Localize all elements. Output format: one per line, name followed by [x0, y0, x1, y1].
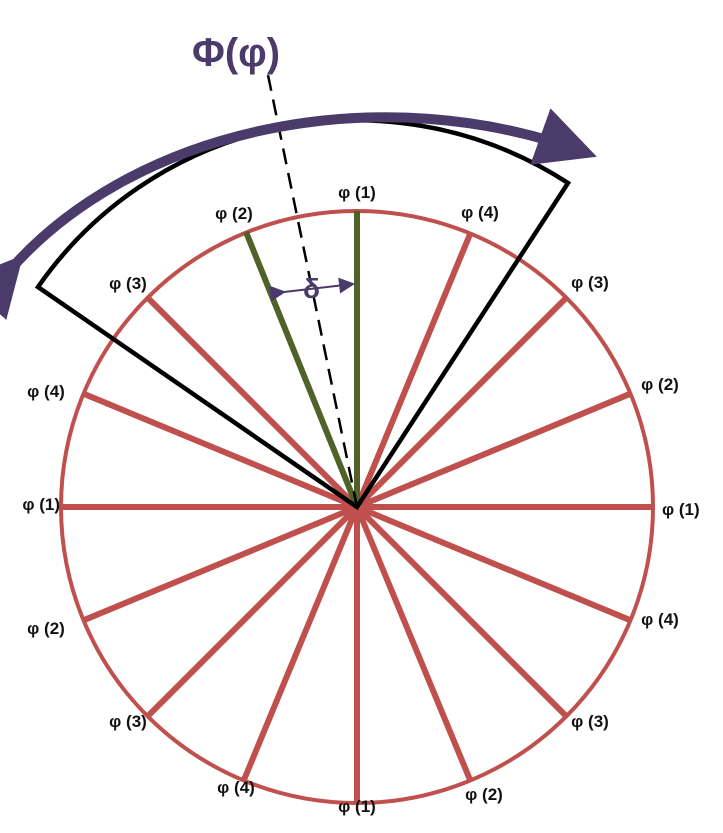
- spoke-label-12: φ (2): [27, 619, 65, 638]
- spoke-6: [355, 504, 632, 624]
- spoke-8: [354, 505, 474, 782]
- spoke-10: [240, 505, 360, 782]
- spoke-label-11: φ (3): [109, 712, 147, 731]
- spoke-3: [354, 295, 569, 510]
- title-phi-function: Φ(φ): [192, 31, 280, 75]
- spoke-14: [82, 390, 359, 510]
- spoke-label-15: φ (3): [109, 274, 147, 293]
- spoke-11: [145, 504, 360, 719]
- spoke-15: [145, 295, 360, 510]
- spoke-label-14: φ (4): [27, 382, 65, 401]
- spoke-label-10: φ (4): [217, 778, 255, 797]
- spokes-group: [61, 232, 653, 803]
- spoke-label-16: φ (2): [215, 204, 253, 223]
- spoke-label-13: φ (1): [22, 495, 60, 514]
- spoke-4: [355, 390, 632, 510]
- spoke-label-8: φ (2): [465, 785, 503, 804]
- spoke-12: [82, 504, 359, 624]
- spoke-7: [354, 504, 569, 719]
- spoke-label-3: φ (3): [571, 273, 609, 292]
- spoke-label-9: φ (1): [338, 797, 376, 816]
- spoke-label-4: φ (2): [641, 375, 679, 394]
- spoke-label-1: φ (1): [338, 183, 376, 202]
- spoke-label-2: φ (4): [461, 203, 499, 222]
- spoke-label-6: φ (4): [641, 610, 679, 629]
- spoke-labels-group: φ (1) φ (4) φ (3) φ (2) φ (1) φ (4) φ (3) φ (2)…: [22, 183, 699, 816]
- delta-label: δ: [303, 273, 320, 304]
- rotation-arrow: [0, 108, 597, 320]
- spoke-label-5: φ (1): [662, 500, 700, 519]
- spoke-label-7: φ (3): [571, 712, 609, 731]
